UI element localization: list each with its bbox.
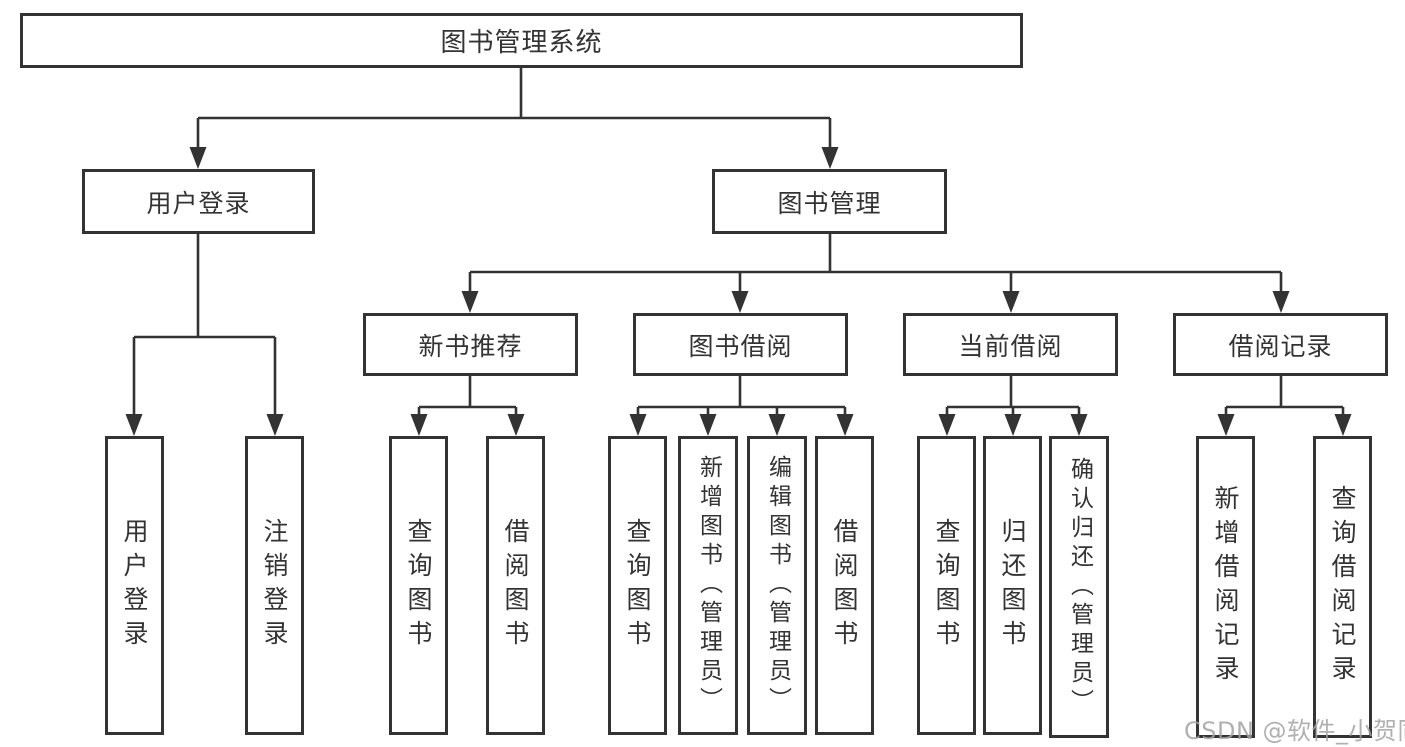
- node-label: 注销登录: [260, 517, 289, 654]
- node-borrow-record: 借阅记录: [1173, 313, 1388, 376]
- node-label: 图书借阅: [688, 331, 793, 361]
- leaf-query-books-borrow: 查询图书: [608, 436, 667, 735]
- node-label: 用户登录: [120, 517, 149, 654]
- node-label: 当前借阅: [958, 331, 1063, 361]
- node-label: 借阅记录: [1228, 331, 1333, 361]
- node-label: 新增图书（管理员）: [695, 455, 722, 716]
- node-label: 图书管理: [777, 188, 882, 218]
- node-label: 借阅图书: [830, 517, 859, 654]
- leaf-logout: 注销登录: [245, 436, 304, 735]
- node-label: 查询借阅记录: [1328, 485, 1357, 689]
- node-label: 编辑图书（管理员）: [764, 455, 791, 716]
- node-label: 查询图书: [404, 517, 433, 654]
- node-label: 借阅图书: [501, 517, 530, 654]
- node-label: 确认归还（管理员）: [1066, 456, 1093, 718]
- leaf-confirm-return-admin: 确认归还（管理员）: [1049, 436, 1109, 738]
- node-label: 图书管理系统: [440, 28, 603, 58]
- node-new-book-recommend: 新书推荐: [363, 313, 578, 376]
- csdn-watermark: CSDN @软件_小贺同学: [1184, 717, 1405, 745]
- node-label: 归还图书: [998, 517, 1027, 654]
- leaf-query-borrow-record: 查询借阅记录: [1313, 436, 1372, 738]
- leaf-query-books-recommend: 查询图书: [389, 436, 448, 735]
- node-library-management-system: 图书管理系统: [20, 13, 1023, 68]
- node-label: 用户登录: [146, 188, 251, 218]
- node-label: 新书推荐: [418, 331, 523, 361]
- node-label: 查询图书: [932, 517, 961, 654]
- leaf-add-book-admin: 新增图书（管理员）: [678, 436, 738, 735]
- node-book-borrow: 图书借阅: [633, 313, 848, 376]
- leaf-edit-book-admin: 编辑图书（管理员）: [747, 436, 807, 735]
- leaf-borrow-books-recommend: 借阅图书: [486, 436, 545, 735]
- node-book-management: 图书管理: [712, 169, 947, 234]
- node-label: 新增借阅记录: [1211, 485, 1240, 689]
- leaf-return-book: 归还图书: [983, 436, 1042, 735]
- leaf-borrow-books: 借阅图书: [815, 436, 874, 735]
- node-label: 查询图书: [623, 517, 652, 654]
- leaf-user-login: 用户登录: [105, 436, 164, 735]
- leaf-query-books-current: 查询图书: [917, 436, 976, 735]
- leaf-add-borrow-record: 新增借阅记录: [1196, 436, 1255, 738]
- node-user-login: 用户登录: [82, 169, 315, 234]
- node-current-borrow: 当前借阅: [903, 313, 1118, 376]
